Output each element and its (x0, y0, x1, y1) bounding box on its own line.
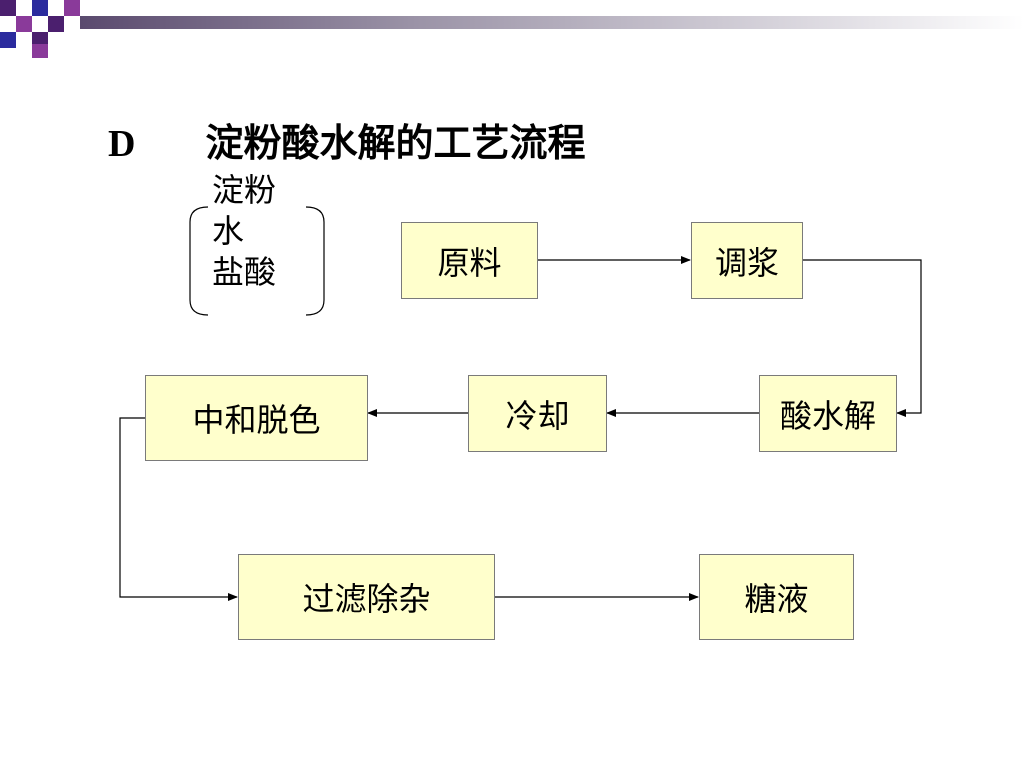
step-slurry: 调浆 (691, 222, 803, 299)
step-filter-purify: 过滤除杂 (238, 554, 495, 640)
header-decoration (0, 0, 1024, 58)
title-text: 淀粉酸水解的工艺流程 (205, 120, 586, 165)
slide-title: D 淀粉酸水解的工艺流程 (108, 112, 585, 167)
step-sugar-liquid: 糖液 (699, 554, 854, 640)
step-acid-hydrolysis: 酸水解 (759, 375, 897, 452)
ingredient-item: 盐酸 (212, 253, 277, 291)
step-raw-material: 原料 (401, 222, 538, 299)
title-letter: D (108, 123, 136, 165)
ingredient-item: 水 (212, 212, 245, 250)
ingredient-bracket-right (305, 206, 325, 316)
ingredient-item: 淀粉 (212, 171, 277, 209)
ingredient-bracket-left (189, 206, 209, 316)
step-neutralize-decolor: 中和脱色 (145, 375, 368, 461)
ingredient-list: 淀粉 水 盐酸 (212, 170, 276, 293)
step-cooling: 冷却 (468, 375, 607, 452)
